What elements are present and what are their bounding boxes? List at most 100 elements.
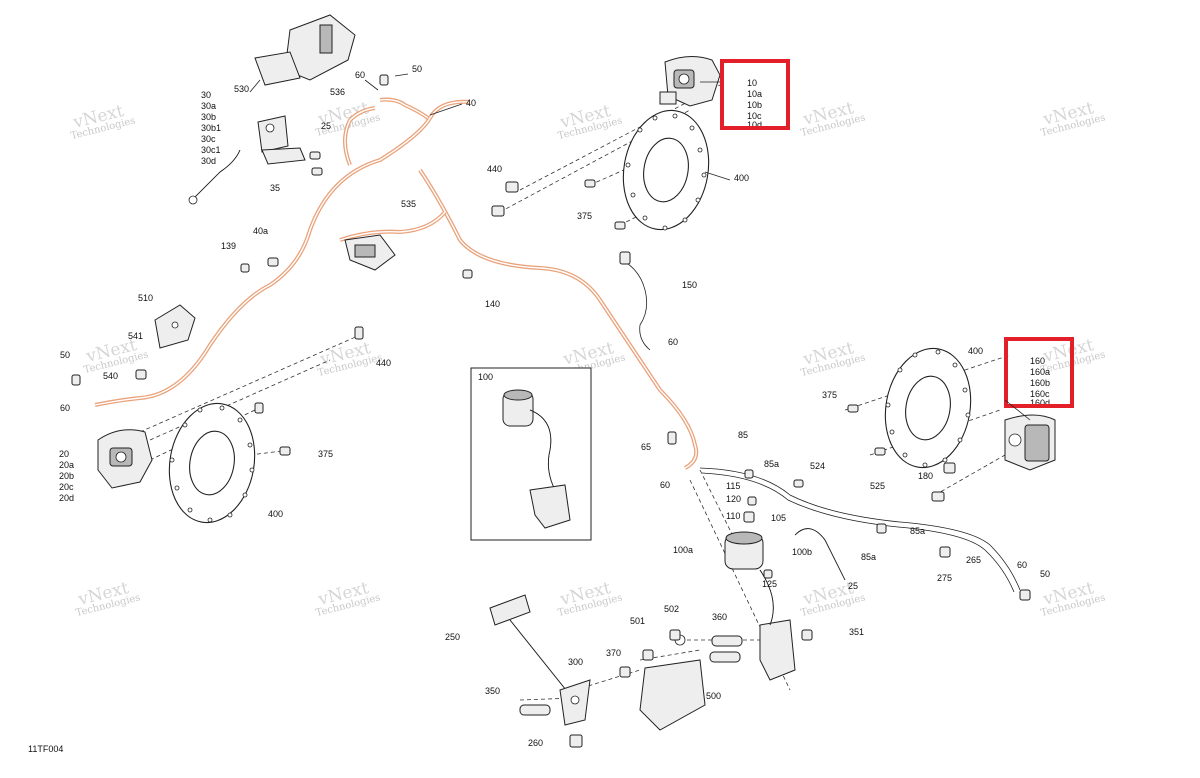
part-label[interactable]: 10 — [747, 78, 757, 88]
part-label[interactable]: 535 — [401, 199, 416, 209]
part-label[interactable]: 85a — [861, 552, 876, 562]
part-label[interactable]: 524 — [810, 461, 825, 471]
figure-id: 11TF004 — [28, 744, 63, 754]
part-label[interactable]: 440 — [376, 358, 391, 368]
part-label[interactable]: 375 — [577, 211, 592, 221]
brake-hoses — [94, 97, 699, 470]
part-label[interactable]: 50 — [1040, 569, 1050, 579]
part-label[interactable]: 370 — [606, 648, 621, 658]
part-label[interactable]: 300 — [568, 657, 583, 667]
part-label[interactable]: 60 — [1017, 560, 1027, 570]
part-label[interactable]: 541 — [128, 331, 143, 341]
part-label[interactable]: 30d — [201, 156, 216, 166]
part-label[interactable]: 30a — [201, 101, 216, 111]
part-label[interactable]: 265 — [966, 555, 981, 565]
highlight-box — [1004, 337, 1074, 408]
part-label[interactable]: 351 — [849, 627, 864, 637]
part-label[interactable]: 400 — [734, 173, 749, 183]
fasteners — [71, 74, 1031, 748]
part-label[interactable]: 20c — [59, 482, 74, 492]
rear-brake-line — [621, 259, 1021, 593]
part-label[interactable]: 35 — [270, 183, 280, 193]
part-label[interactable]: 510 — [138, 293, 153, 303]
part-label[interactable]: 25 — [321, 121, 331, 131]
part-label[interactable]: 25 — [848, 581, 858, 591]
part-label[interactable]: 30b — [201, 112, 216, 122]
brake-rotor-rear — [884, 347, 972, 469]
part-label[interactable]: 20 — [59, 449, 69, 459]
part-label[interactable]: 275 — [937, 573, 952, 583]
part-label[interactable]: 20d — [59, 493, 74, 503]
part-label[interactable]: 10b — [747, 100, 762, 110]
part-label[interactable]: 20a — [59, 460, 74, 470]
part-label[interactable]: 10a — [747, 89, 762, 99]
part-label[interactable]: 500 — [706, 691, 721, 701]
part-label[interactable]: 160d — [1030, 398, 1050, 408]
front-left-caliper — [97, 429, 153, 489]
part-label[interactable]: 260 — [528, 738, 543, 748]
part-label[interactable]: 525 — [870, 481, 885, 491]
part-label[interactable]: 10c — [747, 111, 762, 121]
part-label[interactable]: 360 — [712, 612, 727, 622]
part-label[interactable]: 139 — [221, 241, 236, 251]
part-label[interactable]: 160c — [1030, 389, 1050, 399]
part-label[interactable]: 100a — [673, 545, 693, 555]
part-label[interactable]: 120 — [726, 494, 741, 504]
part-label[interactable]: 60 — [355, 70, 365, 80]
brake-pedal — [489, 594, 591, 726]
part-label[interactable]: 400 — [268, 509, 283, 519]
detail-inset-100 — [470, 367, 592, 541]
part-label[interactable]: 20b — [59, 471, 74, 481]
part-label[interactable]: 150 — [682, 280, 697, 290]
callout-group-160: 160 160a 160b 160c 160d — [1004, 337, 1074, 408]
part-label[interactable]: 85a — [910, 526, 925, 536]
part-label[interactable]: 40a — [253, 226, 268, 236]
part-label[interactable]: 40 — [466, 98, 476, 108]
leader-lines — [249, 73, 1031, 421]
part-label[interactable]: 160b — [1030, 378, 1050, 388]
brake-rotor-top — [622, 109, 710, 231]
part-label[interactable]: 440 — [487, 164, 502, 174]
bracket-530 — [254, 14, 356, 86]
part-label[interactable]: 160a — [1030, 367, 1050, 377]
part-label[interactable]: 100 — [478, 372, 493, 382]
part-label[interactable]: 140 — [485, 299, 500, 309]
part-label[interactable]: 180 — [918, 471, 933, 481]
part-label[interactable]: 375 — [822, 390, 837, 400]
part-label[interactable]: 115 — [726, 481, 740, 491]
part-label[interactable]: 125 — [762, 579, 777, 589]
part-label[interactable]: 10d — [747, 120, 762, 130]
part-label[interactable]: 250 — [445, 632, 460, 642]
part-label[interactable]: 30c1 — [201, 145, 221, 155]
part-label[interactable]: 540 — [103, 371, 118, 381]
part-label[interactable]: 85 — [738, 430, 748, 440]
part-label[interactable]: 85a — [764, 459, 779, 469]
part-label[interactable]: 105 — [771, 513, 786, 523]
part-label[interactable]: 400 — [968, 346, 983, 356]
pedal-bracket — [639, 634, 743, 731]
part-label[interactable]: 30 — [201, 90, 211, 100]
part-label[interactable]: 30c — [201, 134, 216, 144]
part-label[interactable]: 65 — [641, 442, 651, 452]
rear-caliper — [1004, 414, 1056, 471]
callout-group-10: 10 10a 10b 10c 10d — [720, 59, 790, 130]
part-label[interactable]: 50 — [60, 350, 70, 360]
rear-master-cylinder — [724, 528, 846, 681]
junction-block — [344, 234, 396, 271]
part-label[interactable]: 375 — [318, 449, 333, 459]
part-label[interactable]: 50 — [412, 64, 422, 74]
part-label[interactable]: 350 — [485, 686, 500, 696]
part-label[interactable]: 160 — [1030, 356, 1045, 366]
bracket-510 — [154, 304, 196, 349]
part-label[interactable]: 60 — [60, 403, 70, 413]
part-label[interactable]: 60 — [660, 480, 670, 490]
part-label[interactable]: 530 — [234, 84, 249, 94]
part-label[interactable]: 60 — [668, 337, 678, 347]
part-label[interactable]: 30b1 — [201, 123, 221, 133]
part-label[interactable]: 501 — [630, 616, 645, 626]
part-label[interactable]: 100b — [792, 547, 812, 557]
part-label[interactable]: 502 — [664, 604, 679, 614]
part-label[interactable]: 110 — [726, 511, 740, 521]
part-label[interactable]: 536 — [330, 87, 345, 97]
brake-rotor-left — [168, 402, 256, 524]
